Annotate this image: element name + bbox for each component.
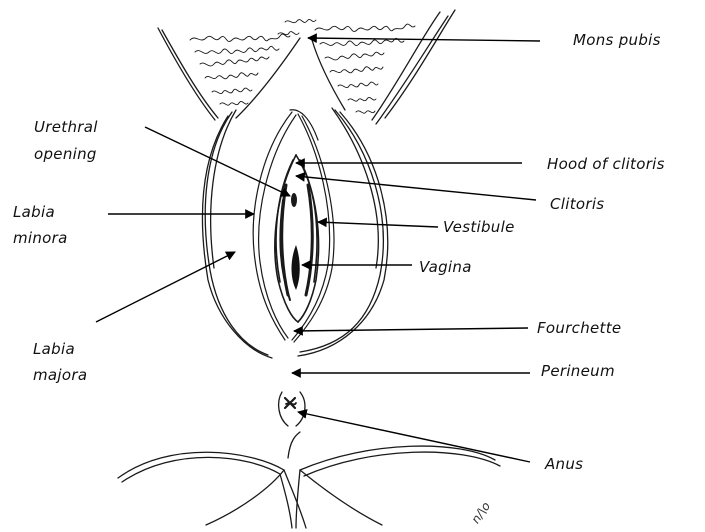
vagina-shape: [292, 245, 300, 290]
buttocks-outline: [118, 432, 500, 528]
arrow-anus: [298, 412, 530, 462]
pubic-hair: [190, 19, 415, 113]
label-urethral-opening-line1: Urethral: [34, 118, 98, 136]
label-vagina: Vagina: [419, 258, 472, 276]
arrow-mons-pubis: [308, 38, 540, 41]
label-labia-majora-line2: majora: [33, 366, 87, 384]
clitoris-shape: [291, 193, 297, 207]
artist-signature: n/\o: [468, 499, 493, 526]
label-mons-pubis: Mons pubis: [573, 31, 661, 49]
vestibule-shape: [275, 155, 319, 322]
label-perineum: Perineum: [541, 362, 615, 380]
label-labia-majora-line1: Labia: [33, 340, 75, 358]
arrow-fourchette: [294, 328, 528, 331]
arrow-clitoris: [296, 176, 536, 200]
mons-outline: [158, 10, 455, 124]
label-urethral-opening-line2: opening: [34, 145, 97, 163]
label-labia-minora-line2: minora: [13, 229, 68, 247]
label-clitoris: Clitoris: [550, 195, 604, 213]
labels: Mons pubis Urethral opening Hood of clit…: [13, 31, 665, 473]
label-fourchette: Fourchette: [537, 319, 621, 337]
anus-shape: [279, 392, 305, 426]
label-anus: Anus: [544, 455, 583, 473]
labia-minora-outline: [253, 110, 334, 342]
label-hood-of-clitoris: Hood of clitoris: [547, 155, 665, 173]
label-labia-minora-line1: Labia: [13, 203, 55, 221]
label-vestibule: Vestibule: [443, 218, 515, 236]
